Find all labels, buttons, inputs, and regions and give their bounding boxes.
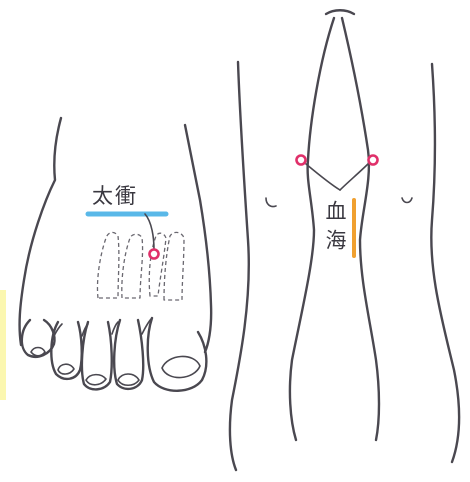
knee-leader-left xyxy=(306,164,340,190)
right-knee-mark xyxy=(402,198,412,203)
toe-4-nail xyxy=(118,374,139,385)
foot-drawing xyxy=(20,118,212,391)
taichong-label: 太衝 xyxy=(92,186,138,207)
foot-leader-line xyxy=(145,214,154,250)
right-leg-outer xyxy=(431,64,459,462)
toe-3-nail xyxy=(86,375,106,385)
metatarsal-outline-2 xyxy=(122,234,143,298)
foot-right-outline xyxy=(185,125,211,352)
foot-left-outline xyxy=(20,118,61,345)
knee-leader-right xyxy=(340,162,370,190)
toe-1-nail xyxy=(31,348,45,356)
left-leg-outer xyxy=(230,62,249,470)
metatarsal-outline-4 xyxy=(164,232,184,300)
crotch-mark xyxy=(326,10,354,14)
metatarsal-outline-1 xyxy=(97,232,118,298)
taichong-point-marker xyxy=(150,250,159,259)
left-edge-tint xyxy=(0,290,6,400)
metatarsal-outline-3 xyxy=(149,233,166,296)
xuehai-label: 血海 xyxy=(324,200,345,258)
left-knee-mark xyxy=(266,198,276,207)
toe-2-nail xyxy=(58,364,74,374)
right-leg-inner xyxy=(342,18,379,440)
toe-1 xyxy=(22,320,55,357)
xuehai-point-left xyxy=(297,156,306,165)
big-toe-nail xyxy=(162,356,200,377)
toe-2 xyxy=(51,322,81,379)
big-toe xyxy=(148,318,207,391)
xuehai-point-right xyxy=(369,156,378,165)
